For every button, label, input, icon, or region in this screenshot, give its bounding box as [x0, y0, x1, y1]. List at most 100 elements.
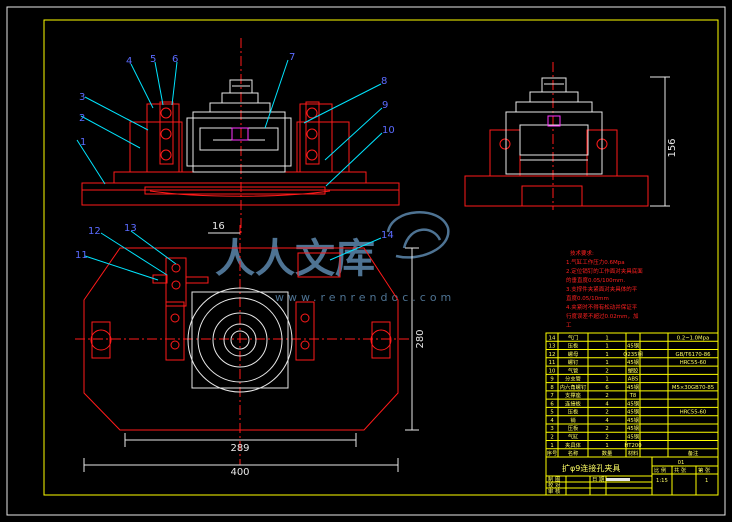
callout-7: 7	[289, 52, 295, 63]
parts-cell-no: 6	[550, 401, 554, 407]
title-scale-value: 1:15	[656, 478, 668, 484]
parts-cell-no: 10	[549, 368, 556, 374]
parts-cell-qty: 1	[605, 443, 608, 449]
callout-14: 14	[381, 230, 394, 241]
parts-cell-name: 气管	[568, 366, 579, 374]
parts-cell-material: 45钢	[627, 408, 639, 416]
callout-4: 4	[126, 56, 132, 67]
parts-cell-qty: 2	[605, 435, 608, 441]
parts-cell-material: 45钢	[627, 358, 639, 366]
parts-cell-no: 3	[550, 426, 553, 432]
parts-cell-material: Q235钢	[623, 350, 643, 358]
dimension-inner-width: 289	[230, 443, 249, 454]
parts-cell-name: 支撑座	[565, 391, 582, 399]
tech-line: 直度0.05/10mm	[566, 294, 609, 302]
parts-cell-no: 8	[550, 385, 554, 391]
tech-line: 工	[566, 322, 572, 329]
parts-cell-no: 7	[550, 393, 553, 399]
parts-cell-no: 12	[549, 352, 556, 358]
parts-cell-no: 9	[550, 377, 553, 383]
callout-9: 9	[382, 100, 388, 111]
watermark: 人人文库 www.renrendoc.com	[215, 211, 455, 304]
parts-cell-name: 螺母	[568, 350, 579, 358]
parts-header-no: 序号	[547, 449, 558, 457]
parts-header-name: 名称	[568, 449, 579, 457]
dimension-top-small: 16	[212, 221, 225, 232]
parts-cell-no: 11	[549, 360, 556, 366]
parts-cell-name: 内六角螺钉	[560, 383, 587, 391]
front-view	[81, 38, 400, 236]
parts-cell-name: 压板	[568, 342, 579, 350]
parts-cell-qty: 2	[605, 426, 608, 432]
title-drawing-name: 扩φ9连接孔夹具	[562, 463, 620, 473]
parts-cell-name: 螺钉	[568, 358, 579, 366]
tech-line: 4.夹紧时不得有松动并保证平	[566, 303, 638, 311]
title-sheet-label: 共 张	[674, 466, 687, 474]
parts-cell-no: 4	[550, 418, 554, 424]
parts-cell-qty: 4	[605, 418, 609, 424]
tech-requirements-title: 技术要求:	[570, 249, 594, 257]
parts-cell-note: GB/T6170-86	[676, 352, 712, 358]
tech-line: 行度误差不超过0.02mm，加	[566, 312, 638, 320]
parts-cell-material: 塑胶	[628, 366, 639, 374]
parts-cell-qty: 6	[605, 385, 609, 391]
parts-cell-name: 连接板	[565, 399, 582, 407]
callout-11: 11	[75, 250, 88, 261]
title-sheet-value: 1	[705, 478, 708, 484]
parts-cell-material: 45钢	[627, 424, 639, 432]
title-drawing-number: 01	[678, 460, 685, 466]
parts-table: 扩φ9连接孔夹具 01 比 例 共 张 第 张 1:15 1 制 图 校 对 审…	[545, 332, 719, 496]
parts-cell-no: 5	[550, 410, 553, 416]
drawing-frame	[6, 6, 726, 516]
parts-cell-note: HRC55-60	[680, 360, 707, 366]
parts-cell-material: ABS	[628, 377, 639, 383]
callout-13: 13	[124, 223, 137, 234]
parts-header-material: 材料	[628, 449, 639, 457]
watermark-url: www.renrendoc.com	[275, 291, 455, 304]
tech-line: 3.支撑件夹紧面对夹具体的平	[566, 285, 638, 293]
title-approver-label: 审 核	[548, 487, 561, 495]
parts-cell-name: 销	[570, 416, 576, 424]
tech-line: 2.定位销钉的工作面对夹具底面	[566, 267, 643, 275]
parts-cell-no: 1	[550, 443, 553, 449]
title-page-label: 第 张	[698, 466, 711, 474]
callout-8: 8	[381, 76, 387, 87]
parts-cell-material: HT200	[624, 443, 642, 449]
parts-cell-name: 气缸	[568, 433, 579, 441]
parts-cell-material: 45钢	[627, 399, 639, 407]
callouts: 1 2 3 4 5 6 7 8 9 10 11 12 13 14	[75, 52, 395, 281]
parts-cell-qty: 2	[605, 393, 608, 399]
callout-6: 6	[172, 54, 178, 65]
parts-cell-qty: 1	[605, 377, 608, 383]
parts-cell-note: 0.2~1.0Mpa	[677, 335, 709, 341]
parts-cell-note: M5×30GB70-85	[672, 385, 714, 391]
parts-cell-no: 2	[550, 435, 553, 441]
dimension-overall-width: 400	[230, 467, 249, 478]
parts-cell-no: 14	[549, 335, 556, 341]
parts-cell-qty: 1	[605, 344, 608, 350]
callout-2: 2	[79, 113, 85, 124]
parts-cell-qty: 4	[605, 401, 609, 407]
parts-cell-qty: 2	[605, 368, 608, 374]
parts-cell-material: 45钢	[627, 342, 639, 350]
dimension-side-height: 156	[667, 138, 678, 157]
tech-line: 1.气缸工作压力0.6Mpa	[566, 258, 625, 266]
parts-cell-qty: 1	[605, 352, 608, 358]
parts-cell-material: T8	[629, 393, 637, 399]
title-date-label: 日 期	[592, 476, 604, 483]
parts-cell-name: 分支管	[565, 375, 581, 383]
parts-cell-qty: 2	[605, 410, 608, 416]
parts-cell-name: 气门	[568, 333, 579, 341]
side-view: 156	[464, 62, 678, 210]
callout-1: 1	[80, 137, 86, 148]
tech-line: 的垂直度0.05/100mm.	[566, 276, 625, 284]
parts-cell-name: 压板	[568, 424, 579, 432]
dimension-plan-height: 280	[415, 329, 426, 348]
callout-12: 12	[88, 226, 101, 237]
parts-cell-name: 夹具体	[565, 441, 582, 449]
parts-header-qty: 数量	[602, 449, 613, 457]
parts-cell-name: 压板	[568, 408, 579, 416]
parts-cell-qty: 1	[605, 360, 608, 366]
watermark-logo-text: 人人文库	[215, 236, 375, 282]
